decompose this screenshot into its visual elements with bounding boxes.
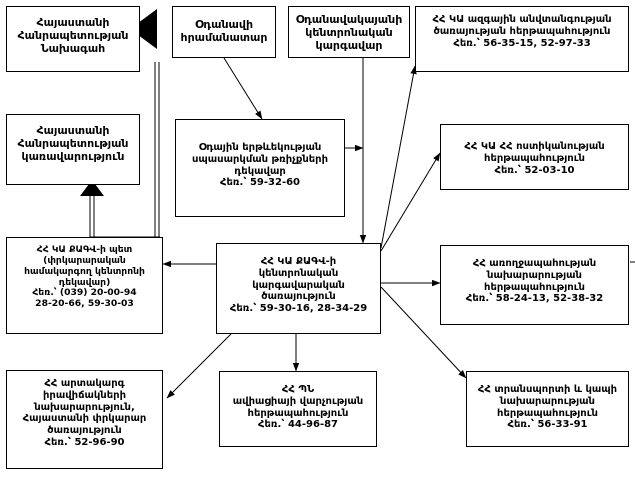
connector-caa-to-transport (380, 286, 467, 379)
node-line: Օդանավի (194, 18, 254, 31)
node-line: ծառայության հերթապահություն (433, 25, 611, 37)
node-defense-ministry-aviation-duty[interactable]: ՀՀ ՊՆ ավիացիայի վարչության հերթապահությո… (219, 371, 377, 447)
node-line: Հեռ.՝ (039) 20-00-94 (32, 287, 137, 299)
node-police-duty[interactable]: ՀՀ ԿԱ ՀՀ ոստիկանության հերթապահություն Հ… (440, 124, 629, 190)
node-line: դեկավար) (58, 276, 111, 288)
node-line: Օդանավակայանի (295, 13, 403, 26)
node-line: Հայաստանի փրկարար (22, 413, 147, 425)
node-government[interactable]: Հայաստանի Հանրապետության կառավարություն (6, 114, 140, 185)
connector-caa-to-emergency (166, 333, 232, 399)
node-line: ՀՀ առողջապահության (472, 258, 597, 269)
node-line: սպասարկման թռիչքների (191, 153, 329, 165)
node-line: դեկավար (234, 165, 286, 177)
node-line: ՀՀ ԿԱ ՔԱԳՎ-ի պետ (36, 244, 133, 255)
node-line: հերթապահություն (497, 407, 598, 419)
node-line: ՀՀ տրանսպորտի և կապի (477, 384, 618, 395)
node-line: կարգավարական (252, 279, 345, 291)
node-transport-communication-ministry-duty[interactable]: ՀՀ տրանսպորտի և կապի նախարարության հերթա… (466, 371, 629, 447)
node-president[interactable]: Հայաստանի Հանրապետության Նախագահ (6, 6, 140, 72)
node-emergency-rescue-service[interactable]: ՀՀ արտակարգ իրավիճակների նախարարություն,… (6, 370, 163, 469)
node-line: հերթապահություն (484, 281, 585, 293)
node-line: ծառայություն (261, 291, 336, 303)
node-line: կենտրոնական (305, 25, 393, 39)
node-line: Հեռ.՝ 56-35-15, 52-97-33 (453, 37, 591, 49)
node-line: համակարգող կենտրոնի (24, 265, 145, 277)
node-line: Օդային երթևեկության (198, 142, 322, 153)
node-line: Հեռ.՝ 58-24-13, 52-38-32 (465, 293, 604, 305)
node-line: Հեռ.՝ 52-03-10 (494, 164, 575, 176)
arrowhead-to-government (80, 180, 104, 196)
node-line: ՀՀ ԿԱ ազգային անվտանգության (432, 14, 612, 25)
node-line: ծառայություն (47, 425, 122, 437)
connector-commander-to-airtraffic (223, 57, 263, 120)
node-line: 28-20-66, 59-30-03 (35, 298, 134, 310)
node-aircraft-commander[interactable]: Օդանավի հրամանատար (172, 6, 276, 58)
node-line: ՀՀ արտակարգ (44, 378, 125, 389)
node-line: Հեռ.՝ 44-96-87 (257, 419, 339, 431)
node-line: Հայաստանի (36, 16, 110, 29)
node-health-ministry-duty[interactable]: ՀՀ առողջապահության նախարարության հերթապա… (440, 245, 629, 325)
node-line: ՀՀ ԿԱ ՔԱԳՎ-ի (260, 256, 337, 267)
node-line: Հեռ.՝ 56-33-91 (507, 419, 588, 431)
node-line: նախարարություն, (34, 401, 135, 413)
connector-caa-to-police (380, 152, 441, 252)
node-line: (փրկարարական (43, 254, 126, 266)
node-line: իրավիճակների (42, 389, 126, 401)
node-caa-chief-search-rescue[interactable]: ՀՀ ԿԱ ՔԱԳՎ-ի պետ (փրկարարական համակարգող… (6, 237, 163, 334)
node-line: հերթապահություն (247, 407, 349, 419)
node-line: կարգավար (315, 38, 383, 52)
node-civil-aviation-central-administration[interactable]: ՀՀ ԿԱ ՔԱԳՎ-ի կենտրոնական կարգավարական ծա… (216, 243, 381, 334)
node-line: Հանրապետության (17, 136, 129, 150)
node-line: Հանրապետության (17, 28, 129, 42)
node-line: նախարարության (487, 269, 582, 281)
node-line: կենտրոնական (258, 267, 339, 279)
node-line: ավիացիայի վարչության (232, 395, 364, 407)
node-airport-central-dispatcher[interactable]: Օդանավակայանի կենտրոնական կարգավար (288, 6, 410, 58)
node-line: նախարարության (500, 395, 595, 407)
node-line: Հեռ.՝ 59-32-60 (219, 177, 301, 189)
node-line: Հեռ.՝ 52-96-90 (44, 436, 125, 448)
node-line: Հեռ.՝ 59-30-16, 28-34-29 (229, 303, 368, 315)
node-line: Նախագահ (40, 41, 106, 55)
node-line: կառավարություն (21, 149, 125, 163)
node-line: հերթապահություն (484, 152, 585, 164)
node-air-traffic-flight-supervisor[interactable]: Օդային երթևեկության սպասարկման թռիչքների… (175, 119, 345, 217)
node-line: ՀՀ ԿԱ ՀՀ ոստիկանության (464, 141, 605, 152)
node-line: ՀՀ ՊՆ (281, 384, 315, 395)
node-national-security-service[interactable]: ՀՀ ԿԱ ազգային անվտանգության ծառայության … (415, 6, 629, 72)
node-line: Հայաստանի (36, 124, 110, 137)
node-line: հրամանատար (180, 30, 268, 44)
connector-caa-to-national-security (380, 65, 417, 249)
arrowhead-to-president (130, 9, 157, 49)
